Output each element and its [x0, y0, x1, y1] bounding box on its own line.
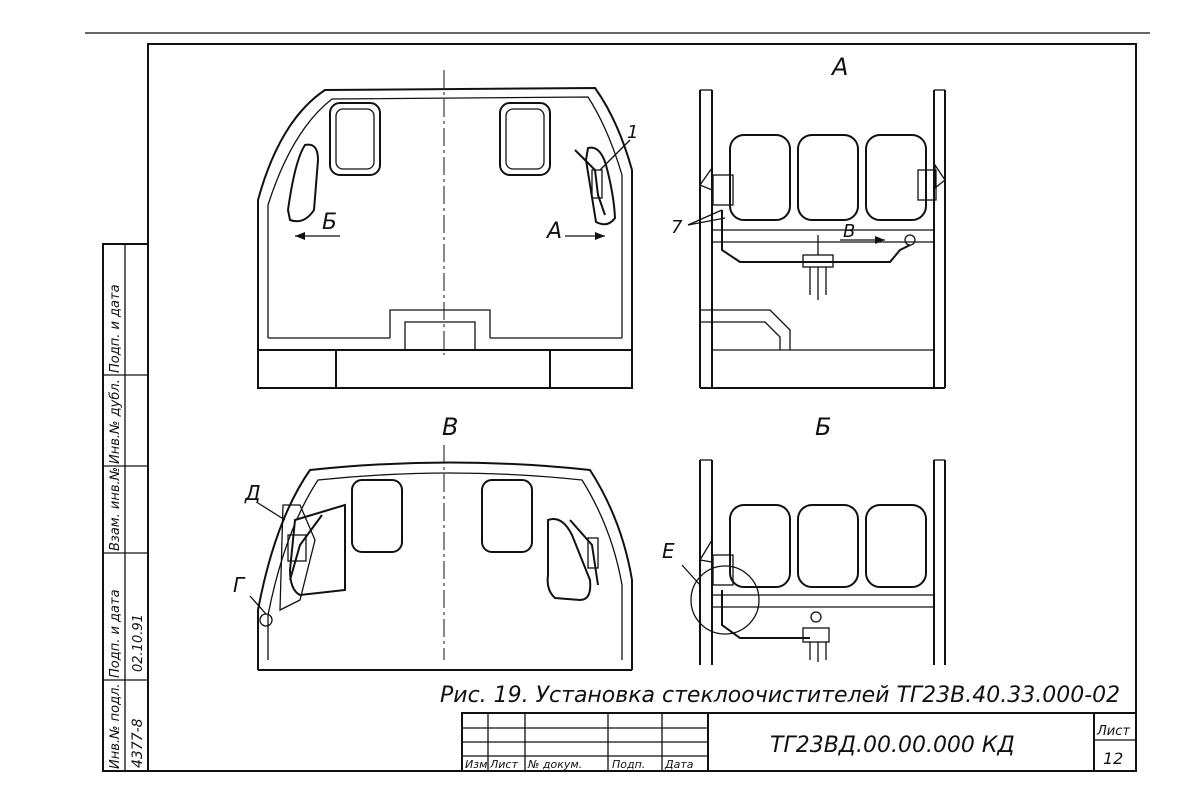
stamp-field-replace-inv: Взам. инв.№ [108, 467, 123, 551]
col-date: Дата [664, 758, 694, 771]
title-block: Изм Лист № докум. Подп. Дата ТГ23ВД.00.0… [461, 712, 1137, 772]
stamp-field-orig-inv: Инв.№ подл. [108, 683, 123, 769]
sheet-number: 12 [1103, 749, 1123, 768]
arrow-label-a: А [545, 219, 562, 244]
detail-circle-e [690, 565, 760, 635]
col-list: Лист [489, 758, 518, 771]
stamp-field-dup-inv: Инв.№ дубл. [108, 379, 123, 464]
view-b-title: Б [815, 413, 831, 441]
arrow-label-b: Б [322, 210, 337, 235]
callout-7: 7 [671, 217, 683, 238]
col-doc: № докум. [527, 758, 582, 771]
label-d: Д [244, 481, 261, 505]
side-stamp: Подп. и дата Инв.№ дубл. Взам. инв.№ Под… [102, 243, 149, 772]
view-v-title: В [442, 413, 458, 441]
stamp-inv-number: 4377-8 [130, 718, 146, 768]
view-v: В Д Г [233, 413, 633, 671]
arrow-label-v: В [843, 221, 855, 242]
view-b: Б Е [662, 413, 946, 665]
stamp-signature-date: 02.10.91 [131, 614, 146, 672]
col-sign: Подп. [612, 758, 645, 771]
figure-caption: Рис. 19. Установка стеклоочистителей ТГ2… [440, 683, 1120, 708]
view-a-title: А [830, 53, 848, 81]
stamp-field-sign-date-bottom: Подп. и дата [108, 589, 123, 678]
stamp-field-sign-date-top: Подп. и дата [108, 284, 123, 373]
label-g: Г [233, 573, 246, 597]
sheet-label: Лист [1096, 724, 1130, 739]
view-a: А В 7 [671, 53, 946, 389]
callout-1: 1 [627, 122, 638, 143]
view-front: Б А 1 [257, 70, 638, 389]
label-e: Е [662, 539, 675, 563]
col-izm: Изм [465, 758, 487, 771]
drawing-frame [147, 43, 1137, 772]
doc-number: ТГ23ВД.00.00.000 КД [770, 733, 1015, 758]
